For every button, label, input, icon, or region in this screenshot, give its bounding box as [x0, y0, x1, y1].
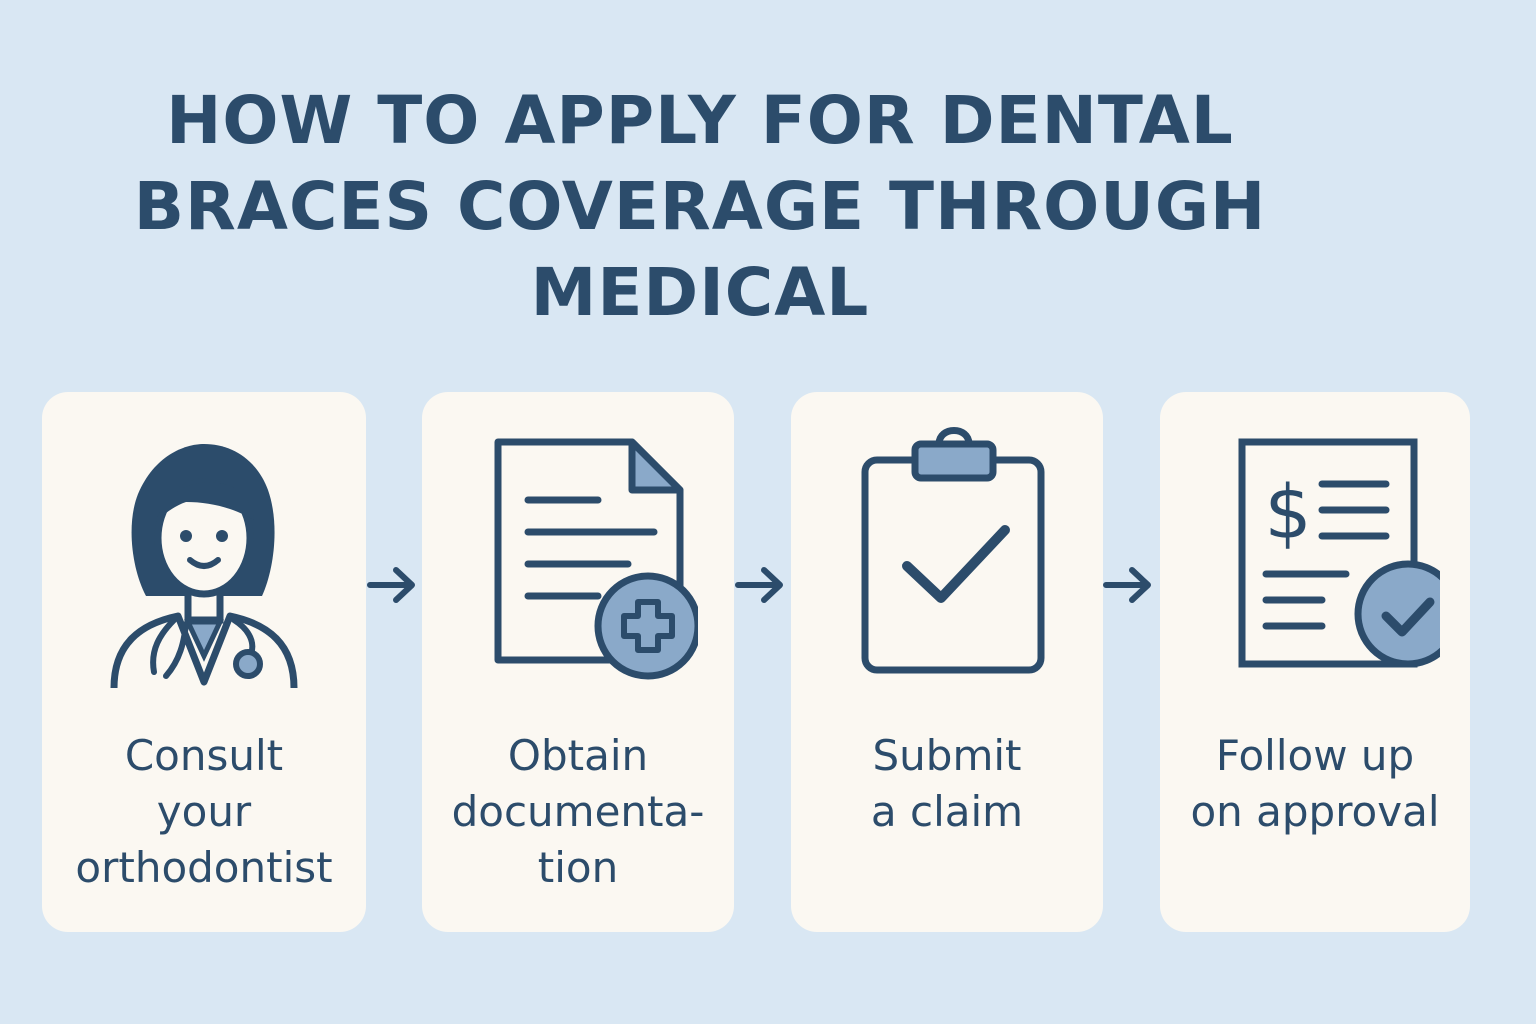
title-line-2: BRACES COVERAGE THROUGH [133, 168, 1267, 245]
invoice-approved-icon: $ [1238, 438, 1440, 668]
step-card-consult: Consult your orthodontist [42, 392, 366, 932]
svg-text:$: $ [1264, 470, 1311, 556]
step-label-consult: Consult your orthodontist [75, 731, 333, 892]
clipboard-check-icon [861, 427, 1045, 674]
arrow-right-icon [735, 567, 783, 603]
step-label-follow-up: Follow up on approval [1190, 731, 1440, 836]
document-medical-icon [494, 438, 698, 680]
orthodontist-icon [110, 444, 298, 689]
arrow-right-icon [1103, 567, 1151, 603]
step-card-follow-up: $ Follow up on approval [1160, 392, 1470, 932]
step-label-claim: Submit a claim [870, 731, 1024, 836]
title-line-1: HOW TO APPLY FOR DENTAL [166, 82, 1234, 159]
step-label-documentation: Obtain documenta- tion [451, 731, 705, 892]
arrow-right-icon [367, 567, 415, 603]
step-card-claim: Submit a claim [791, 392, 1103, 932]
title-line-3: MEDICAL [530, 254, 870, 331]
step-card-documentation: Obtain documenta- tion [422, 392, 734, 932]
page-title: HOW TO APPLY FOR DENTAL BRACES COVERAGE … [0, 78, 1400, 336]
